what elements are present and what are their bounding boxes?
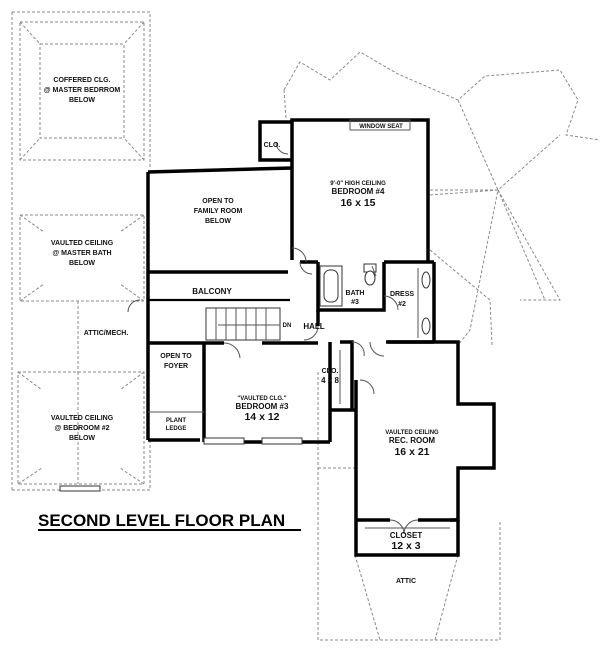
dress-number: #2 — [398, 301, 406, 308]
bedroom3-name: BEDROOM #3 — [236, 402, 289, 411]
bath3-label: BATH — [346, 290, 365, 297]
vaulted-bath-label-2: @ MASTER BATH — [52, 250, 111, 257]
open-foyer-label: OPEN TO — [160, 353, 192, 360]
plant-ledge-label: PLANT — [166, 418, 186, 424]
window-seat-label: WINDOW SEAT — [359, 124, 403, 130]
dress-label: DRESS — [390, 291, 414, 298]
roof-outline-left — [11, 11, 151, 491]
plan-title: SECOND LEVEL FLOOR PLAN — [38, 511, 285, 530]
bedroom4-size: 16 x 15 — [340, 197, 375, 209]
vaulted-bath-label: VAULTED CEILING — [51, 240, 114, 247]
bedroom3-note: "VAULTED CLG." — [237, 396, 286, 402]
roof-outline-right — [283, 51, 600, 641]
closet-top-label: CLO. — [264, 142, 281, 149]
closet-size: 12 x 3 — [391, 540, 420, 552]
bedroom4-name: BEDROOM #4 — [332, 187, 385, 196]
vaulted-bed2-label: VAULTED CEILING — [51, 415, 114, 422]
closet-mid-size: 4 x 8 — [321, 376, 339, 385]
bath3-number: #3 — [351, 299, 359, 306]
room-labels: COFFERED CLG. @ MASTER BEDRROM BELOW CLO… — [44, 77, 439, 585]
open-family-label: OPEN TO — [202, 198, 234, 205]
vaulted-bath-label-3: BELOW — [69, 260, 95, 267]
plant-ledge-label-2: LEDGE — [166, 426, 187, 432]
door-swings — [127, 141, 419, 535]
balcony-label: BALCONY — [192, 287, 232, 296]
stair-down-label: DN — [283, 323, 292, 329]
rec-room-note: VAULTED CEILING — [385, 430, 439, 436]
closet-label: CLOSET — [390, 531, 423, 540]
hall-label: HALL — [303, 322, 324, 331]
vaulted-bed2-label-3: BELOW — [69, 435, 95, 442]
stair-treads — [215, 308, 267, 340]
exterior-walls — [146, 118, 496, 557]
bedroom4-note: 9'-0" HIGH CEILING — [330, 181, 386, 187]
closet-mid-label: CLO. — [322, 368, 339, 375]
open-family-label-3: BELOW — [205, 218, 231, 225]
vaulted-bed2-label-2: @ BEDROOM #2 — [54, 425, 109, 432]
coffered-ceiling-label-2: @ MASTER BEDRROM — [44, 87, 121, 94]
coffered-ceiling-label: COFFERED CLG. — [53, 77, 110, 84]
rec-room-size: 16 x 21 — [394, 446, 429, 458]
open-family-label-2: FAMILY ROOM — [194, 208, 243, 215]
fixtures — [59, 263, 450, 529]
attic-mech-label: ATTIC/MECH. — [84, 330, 129, 337]
bedroom3-size: 14 x 12 — [244, 411, 279, 423]
open-foyer-label-2: FOYER — [164, 363, 188, 370]
attic-label: ATTIC — [396, 578, 416, 585]
coffered-ceiling-label-3: BELOW — [69, 97, 95, 104]
rec-room-name: REC. ROOM — [389, 436, 436, 445]
